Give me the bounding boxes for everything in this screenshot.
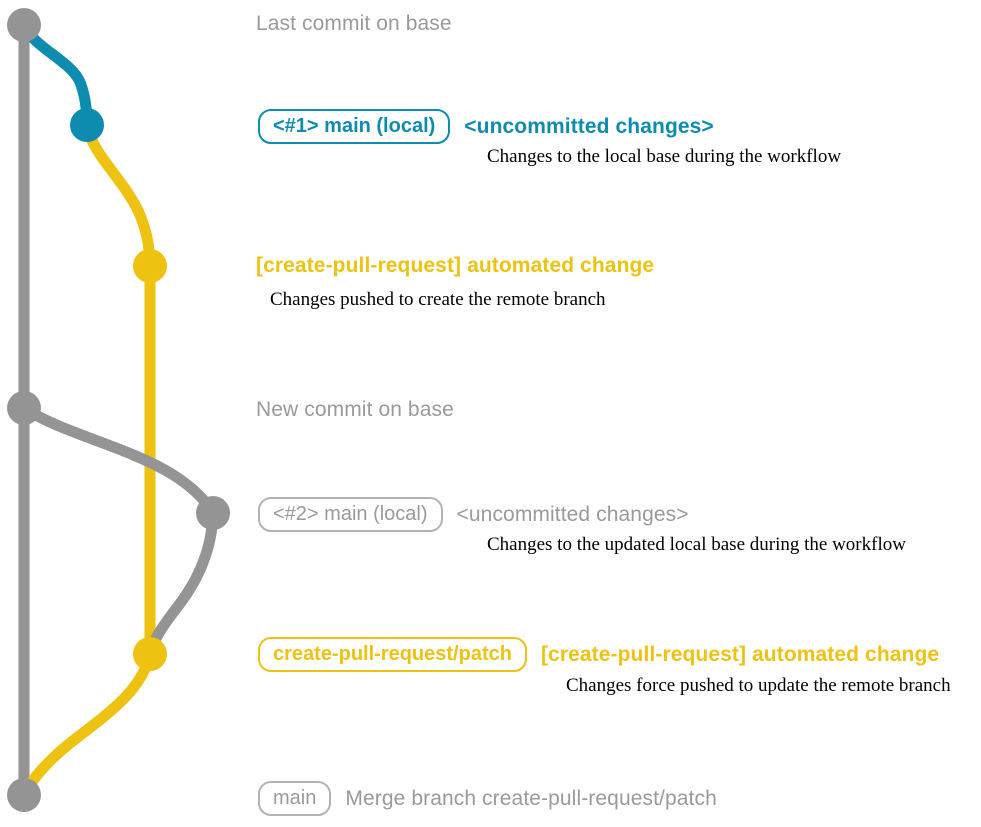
commit-node-merge-main <box>7 778 41 812</box>
row-new-commit-on-base: New commit on base <box>256 398 454 422</box>
commit-node-patch-commit-2 <box>133 637 167 671</box>
heading-last-commit-on-base: Last commit on base <box>256 12 452 35</box>
row-patch-commit-2: create-pull-request/patch [create-pull-r… <box>258 637 939 672</box>
commit-subject-local-main-1: <uncommitted changes> <box>464 114 714 138</box>
row-last-commit-on-base: Last commit on base <box>256 12 452 36</box>
commit-subject-patch-commit-1: [create-pull-request] automated change <box>256 254 655 277</box>
ref-badge-patch-commit-2[interactable]: create-pull-request/patch <box>258 637 527 672</box>
commit-subject-merge-main: Merge branch create-pull-request/patch <box>345 786 717 810</box>
heading-new-commit-on-base: New commit on base <box>256 398 454 421</box>
commit-node-patch-commit-1 <box>133 249 167 283</box>
edge-local2-to-patch2 <box>144 507 219 660</box>
commit-node-local-main-2 <box>196 496 230 530</box>
caption-patch-commit-1: Changes pushed to create the remote bran… <box>270 289 606 310</box>
row-local-main-1: <#1> main (local) <uncommitted changes> <box>258 109 714 144</box>
row-patch-commit-1: [create-pull-request] automated change <box>256 254 654 278</box>
edge-patch2-to-merge <box>18 648 156 801</box>
edge-local1-to-patch1 <box>81 119 156 272</box>
row-merge-main: main Merge branch create-pull-request/pa… <box>258 781 717 816</box>
caption-local-main-1: Changes to the local base during the wor… <box>487 146 842 167</box>
ref-badge-merge-main[interactable]: main <box>258 781 332 816</box>
commit-node-last-commit-on-base <box>7 8 41 42</box>
commit-subject-local-main-2: <uncommitted changes> <box>456 502 689 526</box>
row-local-main-2: <#2> main (local) <uncommitted changes> <box>258 497 689 532</box>
ref-badge-local-main-1[interactable]: <#1> main (local) <box>258 109 451 144</box>
caption-patch-commit-2: Changes force pushed to update the remot… <box>566 675 951 696</box>
commit-node-new-commit-on-base <box>7 391 41 425</box>
caption-local-main-2: Changes to the updated local base during… <box>487 534 906 555</box>
edge-base2-to-local2 <box>18 402 219 519</box>
ref-badge-local-main-2[interactable]: <#2> main (local) <box>258 497 443 532</box>
edge-base-to-local1 <box>18 19 93 131</box>
commit-node-local-main-1 <box>70 108 104 142</box>
commit-subject-patch-commit-2: [create-pull-request] automated change <box>540 642 940 666</box>
commit-nodes <box>7 8 230 812</box>
